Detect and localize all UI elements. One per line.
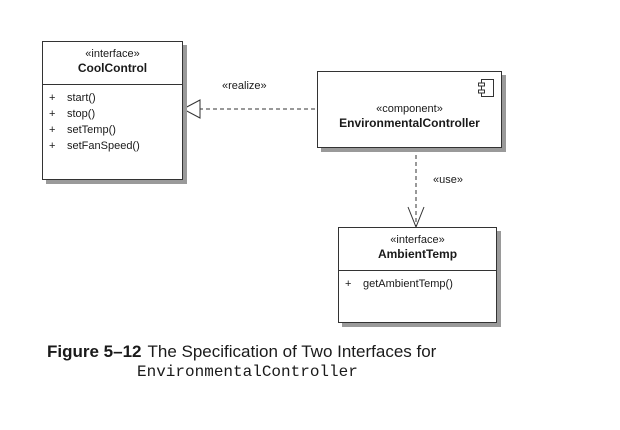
caption-text: The Specification of Two Interfaces for — [147, 342, 437, 361]
cool-control-interface[interactable]: «interface» CoolControl + start() + stop()… — [42, 41, 183, 180]
visibility-marker: + — [49, 108, 56, 120]
caption-code: EnvironmentalController — [137, 363, 358, 381]
operation-label: setFanSpeed() — [67, 140, 140, 152]
visibility-marker: + — [49, 92, 56, 104]
operation-start: + start() — [49, 90, 182, 106]
cool-control-stereotype: «interface» — [85, 48, 140, 60]
cool-control-operations: + start() + stop() + setTemp() + setFanSpeed… — [43, 85, 182, 154]
environmental-controller-stereotype: «component» — [376, 103, 443, 115]
ambient-temp-header: «interface» AmbientTemp — [339, 228, 496, 271]
environmental-controller-header: «component» EnvironmentalController — [318, 72, 501, 131]
operation-label: getAmbientTemp() — [363, 278, 453, 290]
operation-get-ambient-temp: + getAmbientTemp() — [345, 276, 496, 292]
figure-number: Figure 5–12 — [47, 342, 142, 361]
visibility-marker: + — [345, 278, 352, 290]
cool-control-header: «interface» CoolControl — [43, 42, 182, 85]
ambient-temp-name: AmbientTemp — [377, 247, 458, 261]
operation-set-fan-speed: + setFanSpeed() — [49, 138, 182, 154]
operation-stop: + stop() — [49, 106, 182, 122]
visibility-marker: + — [49, 124, 56, 136]
ambient-temp-stereotype: «interface» — [390, 234, 445, 246]
realize-arrowhead — [181, 99, 201, 119]
visibility-marker: + — [49, 140, 56, 152]
operation-set-temp: + setTemp() — [49, 122, 182, 138]
environmental-controller-component[interactable]: «component» EnvironmentalController — [317, 71, 502, 148]
component-icon — [478, 79, 494, 97]
cool-control-name: CoolControl — [77, 61, 148, 75]
operation-label: start() — [67, 92, 96, 104]
environmental-controller-name: EnvironmentalController — [339, 116, 480, 130]
realize-label: «realize» — [222, 80, 267, 92]
ambient-temp-interface[interactable]: «interface» AmbientTemp + getAmbientTemp(… — [338, 227, 497, 323]
use-label: «use» — [433, 174, 463, 186]
use-arrowhead — [407, 206, 425, 229]
operation-label: stop() — [67, 108, 96, 120]
operation-label: setTemp() — [67, 124, 116, 136]
ambient-temp-operations: + getAmbientTemp() — [339, 271, 496, 292]
figure-caption: Figure 5–12 The Specification of Two Inte… — [47, 341, 436, 383]
